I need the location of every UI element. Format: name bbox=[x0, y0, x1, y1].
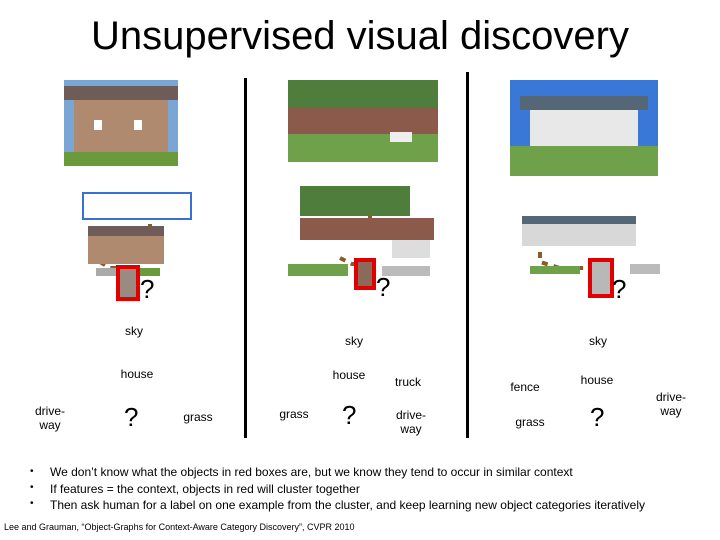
grass-region-1 bbox=[140, 268, 160, 276]
driveway-region-1 bbox=[96, 268, 116, 276]
red-box-3 bbox=[588, 258, 614, 298]
truck-region-2 bbox=[392, 240, 430, 258]
house-photo-1 bbox=[64, 80, 178, 166]
bullet-text-2: If features = the context, objects in re… bbox=[50, 482, 360, 496]
grass-region-2 bbox=[288, 264, 348, 276]
sky-region-1 bbox=[82, 192, 192, 220]
node-house-3: house bbox=[580, 373, 614, 387]
house-photo-2 bbox=[288, 80, 438, 162]
driveway-region-2 bbox=[382, 266, 430, 276]
node-fence-3: fence bbox=[510, 380, 540, 394]
column-divider-1 bbox=[244, 78, 247, 438]
node-grass-2: grass bbox=[279, 407, 309, 421]
tree-region-2 bbox=[300, 186, 410, 216]
house-region-3 bbox=[522, 216, 636, 246]
house-region-1 bbox=[88, 226, 164, 264]
bullet-marker-2: • bbox=[30, 482, 34, 493]
node-grass-1: grass bbox=[183, 410, 213, 424]
node-unknown-1: ? bbox=[124, 402, 139, 432]
house-photo-3 bbox=[510, 80, 658, 176]
red-box-2 bbox=[354, 258, 376, 290]
node-house-2: house bbox=[332, 368, 366, 382]
sky-region-3 bbox=[522, 194, 658, 214]
citation: Lee and Grauman, “Object-Graphs for Cont… bbox=[4, 522, 355, 532]
node-sky-1: sky bbox=[125, 324, 143, 338]
node-driveway-2: drive-way bbox=[395, 408, 426, 436]
red-box-question-3: ? bbox=[612, 274, 627, 304]
node-grass-3: grass bbox=[515, 415, 545, 429]
house-region-2 bbox=[300, 218, 434, 240]
node-truck-2: truck bbox=[394, 375, 421, 389]
bullet-text-1: We don’t know what the objects in red bo… bbox=[50, 465, 573, 479]
column-divider-2 bbox=[466, 72, 469, 438]
node-sky-3: sky bbox=[589, 334, 607, 348]
node-driveway-3: drive-way bbox=[655, 390, 686, 418]
bullet-marker-1: • bbox=[30, 466, 34, 477]
node-sky-2: sky bbox=[345, 334, 363, 348]
red-box-1 bbox=[116, 265, 140, 301]
bullet-text-3: Then ask human for a label on one exampl… bbox=[50, 498, 646, 512]
node-unknown-2: ? bbox=[342, 400, 357, 430]
slide-title: Unsupervised visual discovery bbox=[90, 14, 629, 58]
node-house-1: house bbox=[120, 367, 154, 381]
bullet-marker-3: • bbox=[30, 498, 34, 509]
node-unknown-3: ? bbox=[590, 402, 605, 432]
red-box-question-1: ? bbox=[140, 274, 155, 304]
driveway-region-3 bbox=[630, 264, 660, 274]
grass-region-3 bbox=[530, 266, 580, 274]
red-box-question-2: ? bbox=[376, 272, 391, 302]
node-driveway-1: drive-way bbox=[34, 404, 65, 432]
